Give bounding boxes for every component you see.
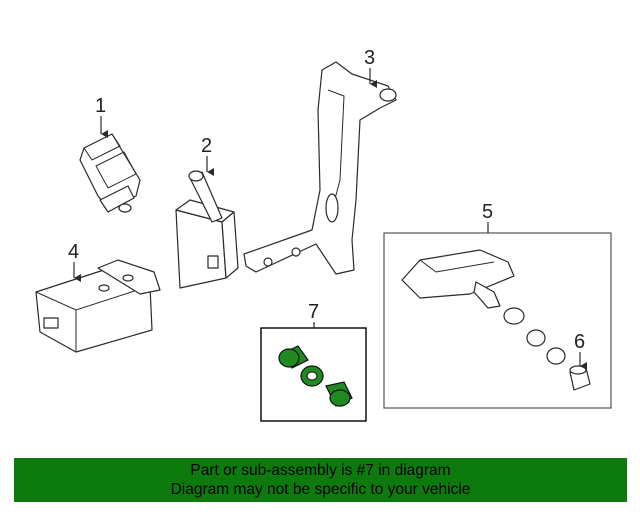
callout-7: 7 — [308, 301, 319, 323]
part-1-connector[interactable] — [79, 133, 141, 213]
info-banner: Part or sub-assembly is #7 in diagram Di… — [14, 458, 627, 502]
part-5-tpms-sensor[interactable] — [401, 249, 566, 365]
callout-5: 5 — [482, 201, 493, 223]
banner-line-1: Part or sub-assembly is #7 in diagram — [190, 462, 451, 479]
part-7-grommet-kit[interactable] — [278, 345, 353, 407]
callout-4: 4 — [68, 241, 79, 263]
callout-1: 1 — [95, 95, 106, 117]
callout-6: 6 — [574, 331, 585, 353]
part-6-valve-cap[interactable] — [569, 365, 591, 391]
callout-2: 2 — [201, 135, 212, 157]
part-2-module[interactable] — [175, 170, 239, 289]
banner-line-2: Diagram may not be specific to your vehi… — [170, 481, 471, 498]
part-3-bracket[interactable] — [243, 61, 397, 275]
part-4-receiver[interactable] — [35, 259, 161, 353]
callout-3: 3 — [364, 47, 375, 69]
